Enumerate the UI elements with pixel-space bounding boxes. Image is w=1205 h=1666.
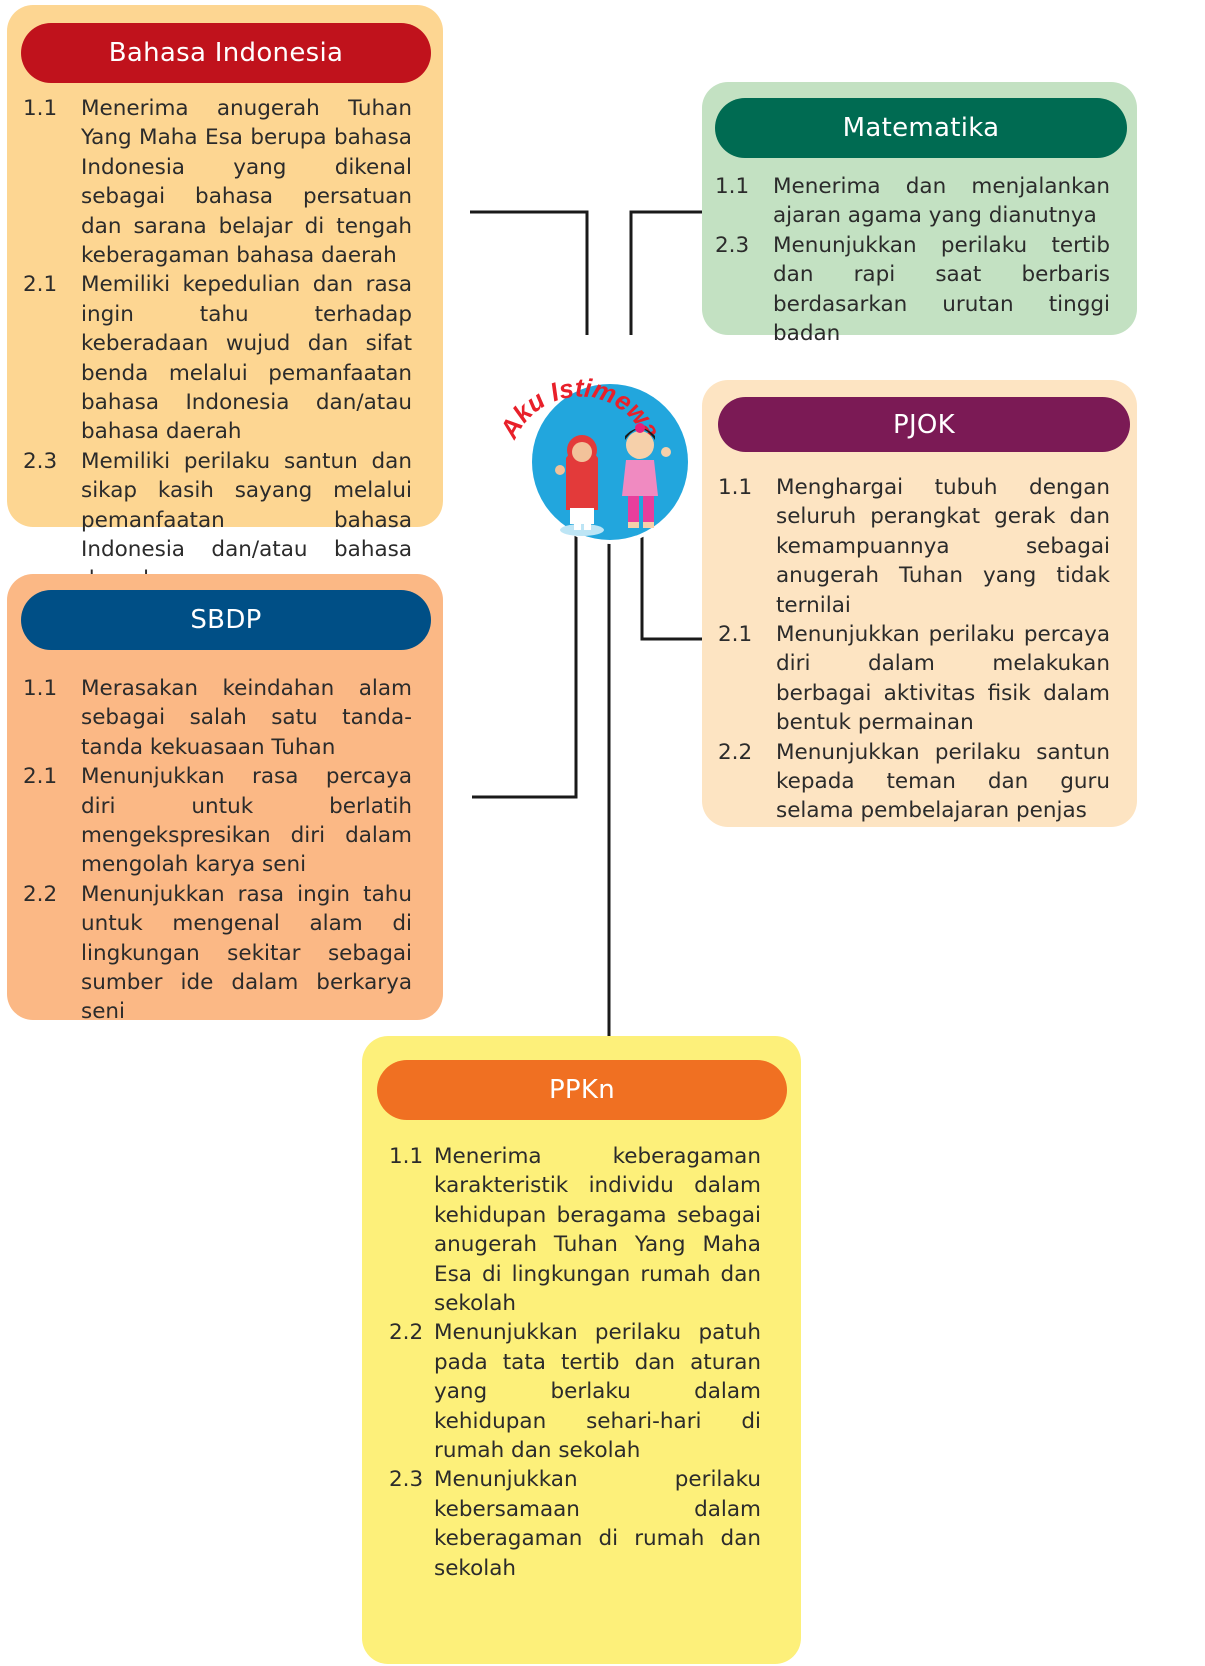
- item-number: 2.3: [715, 232, 750, 258]
- title-ppkn: PPKn: [548, 1075, 616, 1105]
- item-number: 2.1: [23, 764, 58, 790]
- item-number: 2.2: [23, 881, 58, 907]
- card-sbdp: SBDP 1.1 Merasakan keindahan alam sebagai…: [7, 574, 443, 1024]
- item-text: Menunjukkan perilaku santun kepada teman…: [776, 739, 1110, 824]
- item-text: Menghargai tubuh dengan seluruh perangka…: [776, 475, 1110, 618]
- card-pjok: PJOK 1.1 Menghargai tubuh dengan seluruh …: [702, 380, 1137, 827]
- title-sbdp: SBDP: [190, 605, 262, 635]
- list-item: 2.3 Menunjukkan perilaku kebersamaan dala…: [389, 1465, 761, 1583]
- list-item: 2.1 Memiliki kepedulian dan rasa ingin ta…: [23, 270, 412, 446]
- connector-bahasa: [470, 210, 589, 335]
- list-matematika: 1.1 Menerima dan menjalankan ajaran agama…: [715, 172, 1110, 348]
- item-number: 1.1: [23, 676, 58, 701]
- list-item: 2.3 Memiliki perilaku santun dan sikap ka…: [23, 447, 412, 594]
- item-text: Menerima dan menjalankan ajaran agama ya…: [773, 174, 1110, 229]
- item-text: Menunjukkan perilaku patuh pada tata ter…: [434, 1320, 761, 1464]
- card-bahasa-indonesia: Bahasa Indonesia 1.1 Menerima anugerah Tu…: [7, 5, 443, 592]
- title-bahasa-indonesia: Bahasa Indonesia: [108, 38, 344, 68]
- item-text: Menunjukkan rasa ingin tahu untuk mengen…: [81, 881, 412, 1025]
- list-item: 2.2 Menunjukkan perilaku santun kepada te…: [718, 738, 1110, 826]
- item-number: 2.2: [389, 1320, 424, 1346]
- list-ppkn: 1.1 Menerima keberagaman karakteristik in…: [389, 1142, 761, 1583]
- list-item: 2.1 Menunjukkan perilaku percaya diri dal…: [718, 620, 1110, 738]
- list-item: 2.2 Menunjukkan rasa ingin tahu untuk men…: [23, 880, 412, 1027]
- list-item: 1.1 Menerima dan menjalankan ajaran agama…: [715, 172, 1110, 231]
- item-text: Menunjukkan perilaku percaya diri dalam …: [776, 622, 1110, 736]
- list-pjok: 1.1 Menghargai tubuh dengan seluruh peran…: [718, 473, 1110, 826]
- list-item: 1.1 Menerima keberagaman karakteristik in…: [389, 1142, 761, 1318]
- header-ppkn: PPKn: [377, 1060, 787, 1120]
- card-ppkn: PPKn 1.1 Menerima keberagaman karakterist…: [362, 1036, 801, 1664]
- girl-pink-illustration: [622, 423, 671, 528]
- header-sbdp: SBDP: [21, 590, 431, 650]
- list-item: 2.3 Menunjukkan perilaku tertib dan rapi …: [715, 231, 1110, 349]
- header-pjok: PJOK: [718, 397, 1130, 452]
- item-number: 1.1: [389, 1144, 424, 1169]
- header-bahasa-indonesia: Bahasa Indonesia: [21, 23, 431, 83]
- title-pjok: PJOK: [892, 409, 956, 440]
- item-number: 2.3: [23, 448, 58, 474]
- card-matematika: Matematika 1.1 Menerima dan menjalankan a…: [702, 82, 1137, 346]
- list-item: 1.1 Menghargai tubuh dengan seluruh peran…: [718, 473, 1110, 620]
- item-number: 2.2: [718, 739, 753, 765]
- item-number: 2.1: [718, 622, 753, 648]
- list-bahasa-indonesia: 1.1 Menerima anugerah Tuhan Yang Maha Esa…: [23, 94, 412, 594]
- girl-hijab-illustration: [555, 435, 604, 536]
- connector-sbdp: [472, 530, 578, 799]
- item-number: 2.3: [389, 1467, 424, 1493]
- item-number: 1.1: [23, 96, 58, 121]
- item-text: Menunjukkan perilaku kebersamaan dalam k…: [434, 1467, 761, 1581]
- item-number: 1.1: [715, 174, 750, 199]
- item-text: Memiliki kepedulian dan rasa ingin tahu …: [81, 272, 412, 445]
- item-text: Menerima keberagaman karakteristik indiv…: [434, 1144, 761, 1317]
- list-item: 1.1 Menerima anugerah Tuhan Yang Maha Esa…: [23, 94, 412, 270]
- list-item: 2.2 Menunjukkan perilaku patuh pada tata …: [389, 1318, 761, 1465]
- center-badge: Aku Istimewa: [470, 350, 692, 550]
- title-matematika: Matematika: [842, 113, 1000, 143]
- item-text: Menunjukkan rasa percaya diri untuk berl…: [81, 764, 412, 878]
- list-item: 1.1 Merasakan keindahan alam sebagai sala…: [23, 674, 412, 762]
- item-number: 2.1: [23, 272, 58, 298]
- item-number: 1.1: [718, 475, 753, 500]
- list-sbdp: 1.1 Merasakan keindahan alam sebagai sala…: [23, 674, 412, 1027]
- header-matematika: Matematika: [715, 98, 1127, 158]
- item-text: Memiliki perilaku santun dan sikap kasih…: [81, 448, 412, 592]
- list-item: 2.1 Menunjukkan rasa percaya diri untuk b…: [23, 762, 412, 880]
- item-text: Menunjukkan perilaku tertib dan rapi saa…: [773, 232, 1110, 347]
- item-text: Merasakan keindahan alam sebagai salah s…: [81, 676, 412, 760]
- item-text: Menerima anugerah Tuhan Yang Maha Esa be…: [81, 96, 412, 269]
